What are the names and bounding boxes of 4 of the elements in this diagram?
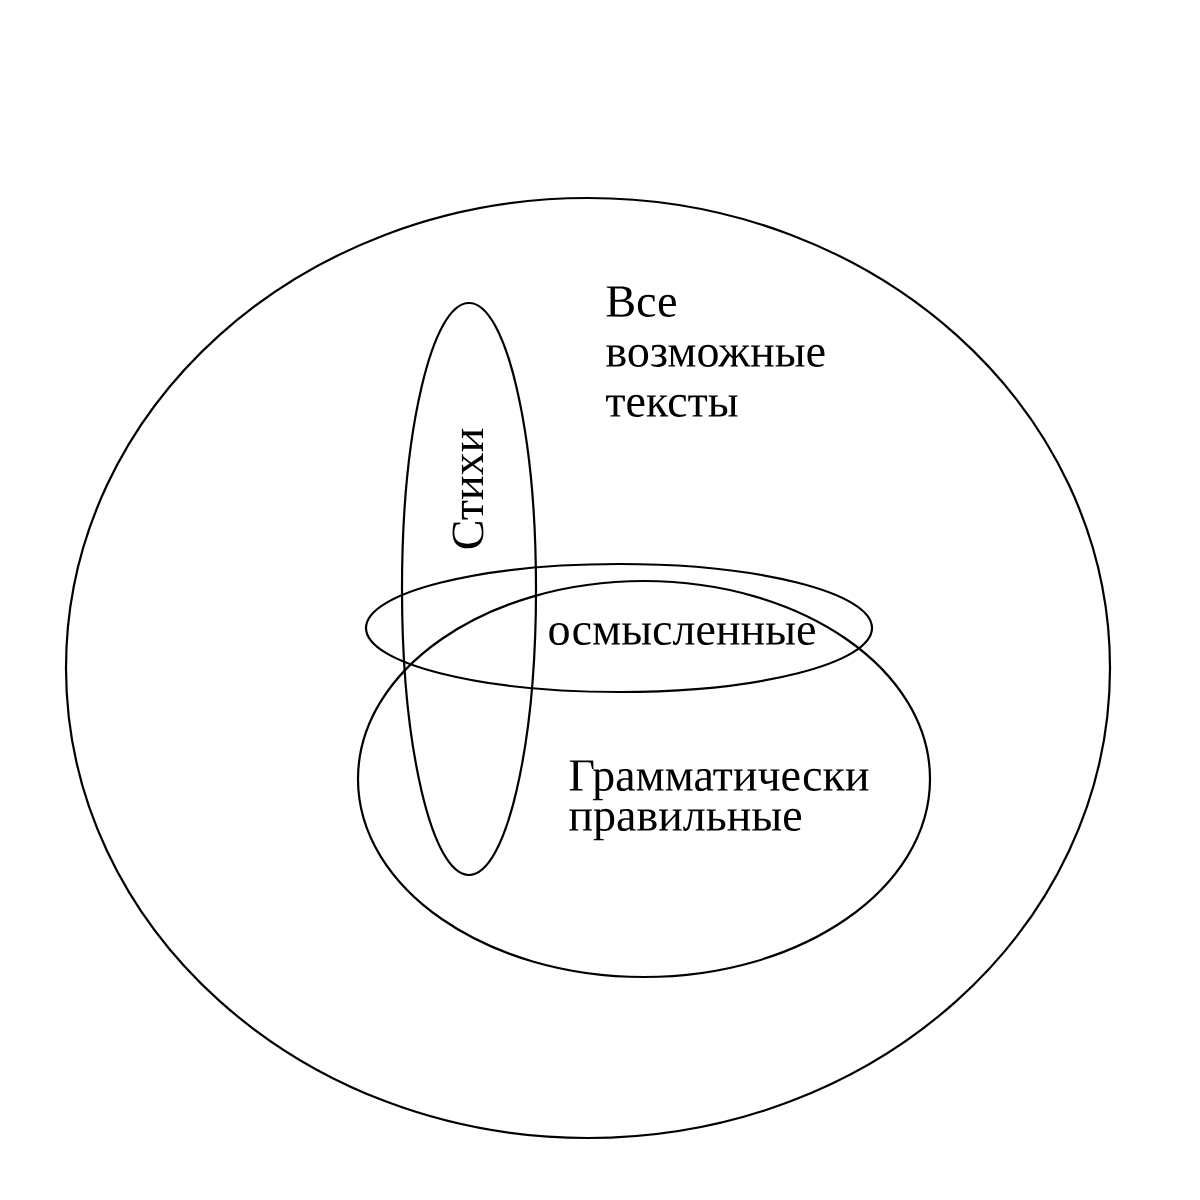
set-label: Все возможные тексты <box>606 286 825 417</box>
set-label: Стихи <box>452 428 484 549</box>
set-label: осмысленные <box>549 622 815 646</box>
set-label: Грамматически правильные <box>569 760 869 841</box>
